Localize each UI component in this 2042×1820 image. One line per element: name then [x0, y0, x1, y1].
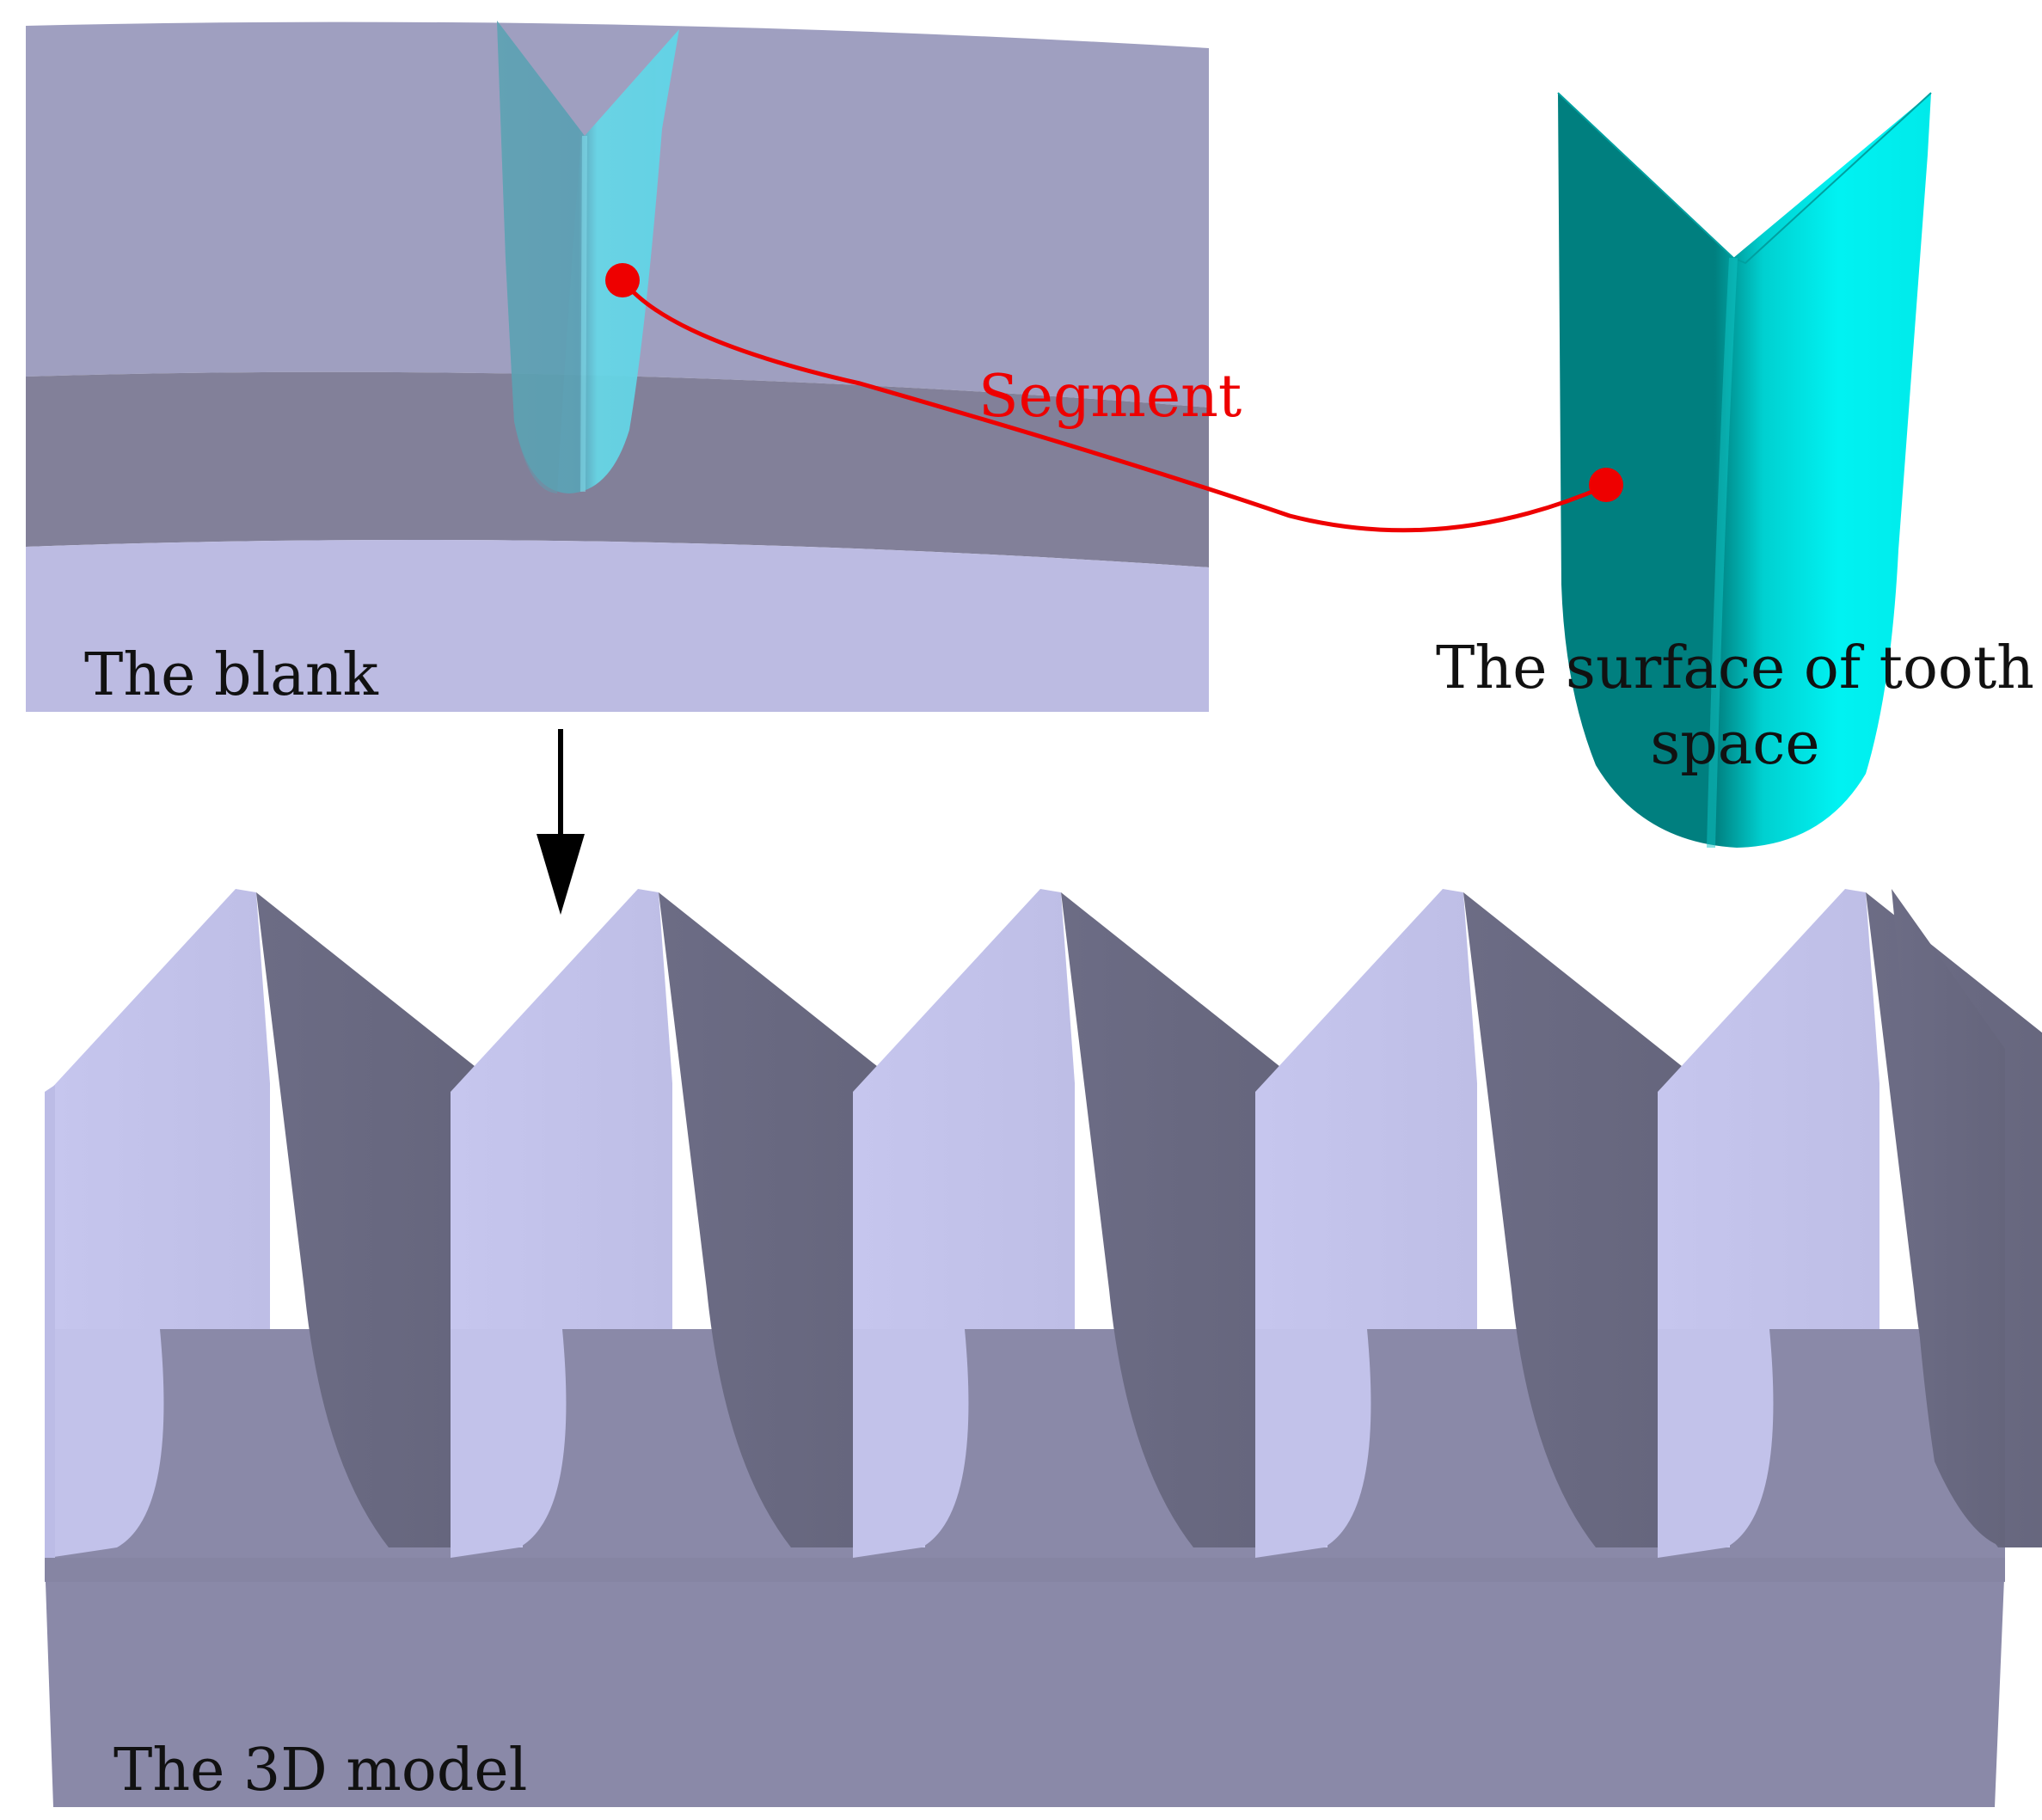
tooth-light-face — [48, 889, 270, 1329]
blank-panel: The blank — [26, 21, 1209, 712]
surface-label-line2: space — [1650, 710, 1819, 778]
tooth-light-face — [1255, 889, 1477, 1329]
segment-connector: Segment — [605, 263, 1623, 533]
arrow-head — [537, 834, 585, 915]
blank-band — [26, 371, 1209, 567]
tooth-surface-shape — [1558, 93, 1931, 848]
tooth-dark-face — [1061, 892, 1297, 1547]
segment-end-dot — [1589, 468, 1623, 502]
tooth-light-face — [853, 889, 1075, 1329]
tooth-light-face — [451, 889, 672, 1329]
tooth-dark-face — [659, 892, 894, 1547]
blank-tooth-space — [497, 21, 679, 493]
down-arrow — [537, 729, 585, 915]
model-base — [45, 1558, 2005, 1807]
tooth-space-surface: The surface of tooth space — [1436, 92, 2034, 849]
blank-lower-surface — [26, 540, 1209, 712]
tooth-lower-fillet — [48, 1329, 164, 1558]
segment-curve — [622, 280, 1605, 533]
tooth-dark-face-edge — [1892, 889, 2005, 1547]
blank-label: The blank — [84, 641, 379, 709]
tooth-dark-face — [1463, 892, 1699, 1547]
model-teeth — [45, 889, 2042, 1558]
segment-label: Segment — [978, 363, 1242, 431]
rack-left-edge — [45, 1085, 55, 1558]
tooth-dark-face — [256, 892, 492, 1547]
tooth-lower-fillet — [853, 1329, 969, 1558]
model-panel: The 3D model — [45, 889, 2042, 1807]
tooth-lower-fillet — [1658, 1329, 1774, 1558]
segment-start-dot — [605, 263, 640, 297]
surface-label-line1: The surface of tooth — [1436, 634, 2034, 702]
tooth-lower-fillet — [1255, 1329, 1371, 1558]
tooth-lower-fillet — [451, 1329, 567, 1558]
model-label: The 3D model — [113, 1737, 527, 1805]
tooth-light-face — [1658, 889, 1879, 1329]
